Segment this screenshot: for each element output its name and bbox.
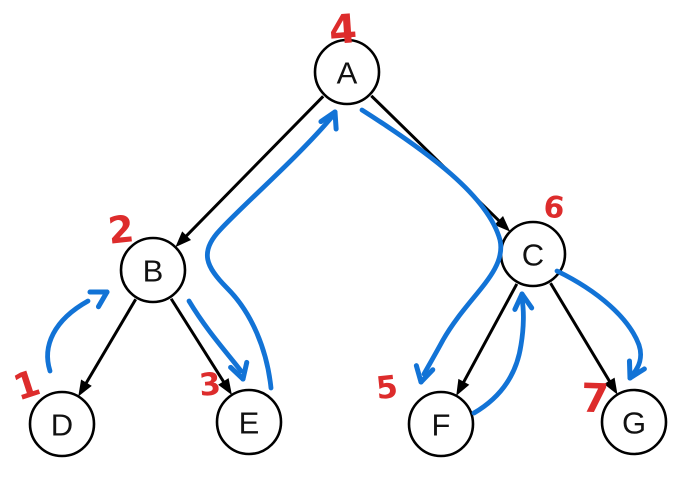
node-circle-F <box>407 390 475 458</box>
tree-edge-A-B <box>183 95 325 239</box>
order-number-G: 7 <box>580 376 609 423</box>
traversal-curve-D-B <box>45 298 91 374</box>
tree-edge-C-F <box>461 283 519 386</box>
node-label-A: A <box>337 56 358 91</box>
order-numbers-layer: 4 2 6 1 3 5 7 <box>9 6 610 422</box>
tree-edge-arrowhead-A-B <box>175 231 192 248</box>
traversal-arrow-F-C <box>471 291 535 416</box>
traversal-curve-C-G <box>554 268 643 377</box>
traversal-arrow-E-A <box>204 109 339 391</box>
tree-edge-arrowhead-B-E <box>218 378 232 395</box>
node-label-E: E <box>239 406 260 441</box>
traversal-curve-B-E <box>186 298 244 374</box>
node-circle-B <box>119 236 187 304</box>
node-label-B: B <box>143 254 164 289</box>
node-A: A <box>313 38 381 106</box>
node-label-C: C <box>522 238 544 273</box>
traversal-arrow-C-G <box>554 268 647 381</box>
order-number-F: 5 <box>374 369 399 407</box>
node-circle-E <box>215 388 283 456</box>
traversal-arrowhead-barb-right <box>512 291 525 312</box>
traversal-curve-E-A <box>204 115 334 391</box>
node-label-G: G <box>622 406 646 441</box>
order-number-B: 2 <box>106 207 136 252</box>
node-F: F <box>407 390 475 458</box>
traversal-arrows-layer <box>45 107 647 416</box>
node-circle-G <box>600 388 668 456</box>
node-circle-D <box>28 390 96 458</box>
traversal-arrowhead-barb-right <box>627 366 647 381</box>
traversal-curve-A-F <box>359 107 504 377</box>
order-number-E: 3 <box>198 366 223 404</box>
node-circle-A <box>313 38 381 106</box>
order-number-C: 6 <box>542 190 566 227</box>
node-G: G <box>600 388 668 456</box>
tree-edge-B-D <box>83 298 137 387</box>
tree-edge-arrowhead-C-G <box>603 377 618 395</box>
traversal-arrow-A-F <box>359 107 504 385</box>
node-E: E <box>215 388 283 456</box>
tree-edge-B-E <box>169 297 227 385</box>
node-label-D: D <box>51 408 73 443</box>
traversal-arrowhead-barb-right <box>318 109 338 125</box>
traversal-curve-F-C <box>471 296 526 416</box>
traversal-arrow-B-E <box>186 298 250 382</box>
node-D: D <box>28 390 96 458</box>
order-number-A: 4 <box>328 6 359 54</box>
order-number-D: 1 <box>9 363 46 410</box>
traversal-arrow-D-B <box>45 289 110 374</box>
tree-edge-C-G <box>549 282 613 385</box>
node-B: B <box>119 236 187 304</box>
node-label-F: F <box>432 408 451 443</box>
tree-edge-arrowhead-C-F <box>456 378 470 396</box>
tree-edge-arrowhead-B-D <box>78 379 92 397</box>
traversal-arrowhead-barb-right <box>240 359 250 382</box>
node-C: C <box>499 220 567 288</box>
tree-edge-arrowhead-A-C <box>494 215 511 232</box>
traversal-arrowhead-barb-right <box>418 367 436 385</box>
